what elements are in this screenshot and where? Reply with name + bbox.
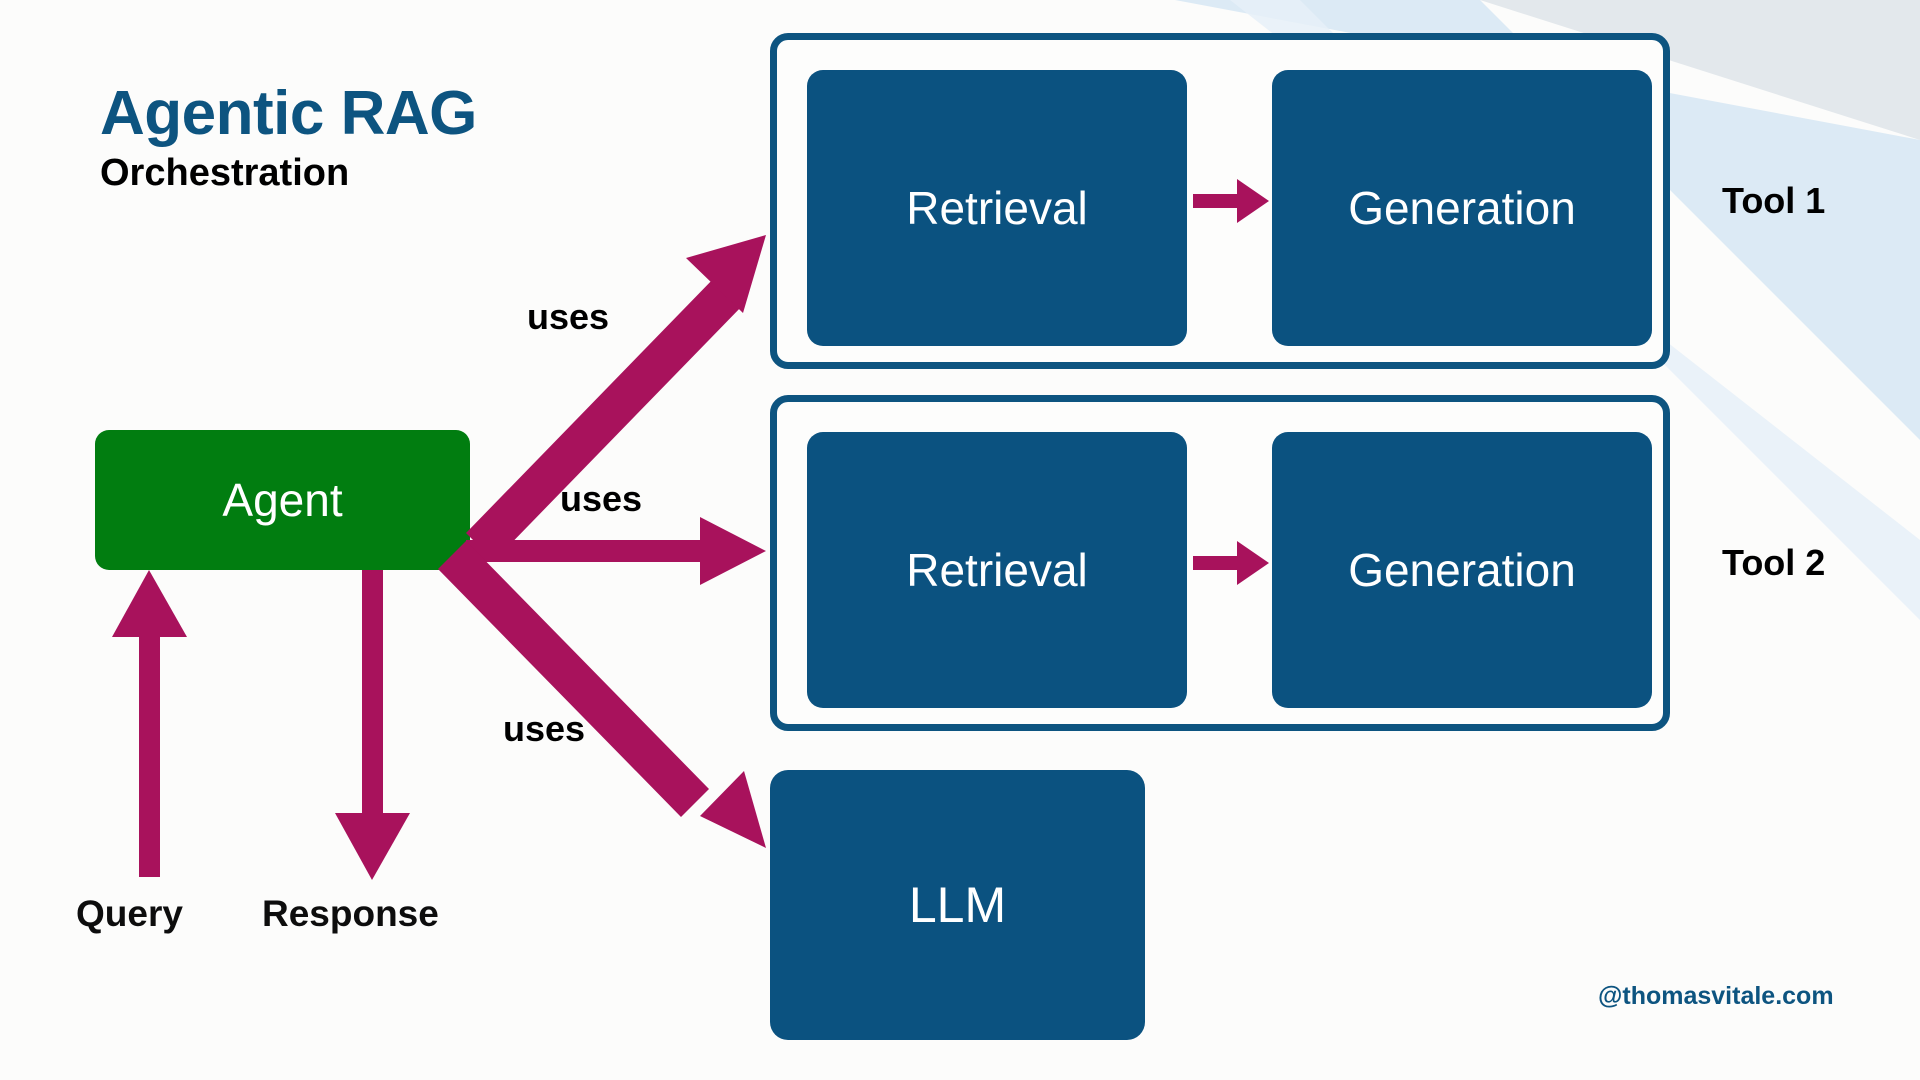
tool-2-retrieval-label: Retrieval bbox=[906, 544, 1088, 596]
tool-2-generation-box[interactable]: Generation bbox=[1272, 432, 1652, 708]
tool-2-container[interactable]: Retrieval Generation bbox=[770, 395, 1670, 731]
tool-2-retrieval-box[interactable]: Retrieval bbox=[807, 432, 1187, 708]
page-title: Agentic RAG bbox=[100, 79, 477, 148]
agent-box[interactable]: Agent bbox=[95, 430, 470, 570]
llm-label: LLM bbox=[908, 877, 1007, 933]
tool-1-generation-label: Generation bbox=[1348, 182, 1576, 234]
watermark-credit: @thomasvitale.com bbox=[1598, 982, 1834, 1010]
page-subtitle: Orchestration bbox=[100, 152, 350, 194]
tool-1-stage-arrow-icon bbox=[1193, 179, 1269, 223]
agent-label: Agent bbox=[222, 474, 343, 526]
tool-1-container[interactable]: Retrieval Generation bbox=[770, 33, 1670, 369]
edge-label-uses-llm: uses bbox=[503, 708, 586, 749]
edge-agent-to-tool-2-arrow-icon bbox=[466, 517, 766, 585]
tool-1-retrieval-label: Retrieval bbox=[906, 182, 1088, 234]
edge-agent-to-llm-arrow-icon bbox=[438, 541, 766, 848]
response-label: Response bbox=[262, 893, 439, 934]
tool-2-side-label: Tool 2 bbox=[1722, 542, 1826, 583]
tool-2-stage-arrow-icon bbox=[1193, 541, 1269, 585]
edge-response-arrow-icon bbox=[335, 570, 410, 880]
tool-1-side-label: Tool 1 bbox=[1722, 180, 1826, 221]
tool-1-retrieval-box[interactable]: Retrieval bbox=[807, 70, 1187, 346]
edge-label-uses-tool-2: uses bbox=[560, 478, 643, 519]
edge-query-arrow-icon bbox=[112, 570, 187, 877]
tool-2-generation-label: Generation bbox=[1348, 544, 1576, 596]
query-label: Query bbox=[76, 893, 183, 934]
llm-box[interactable]: LLM bbox=[770, 770, 1145, 1040]
edge-label-uses-tool-1: uses bbox=[527, 296, 610, 337]
tool-1-generation-box[interactable]: Generation bbox=[1272, 70, 1652, 346]
